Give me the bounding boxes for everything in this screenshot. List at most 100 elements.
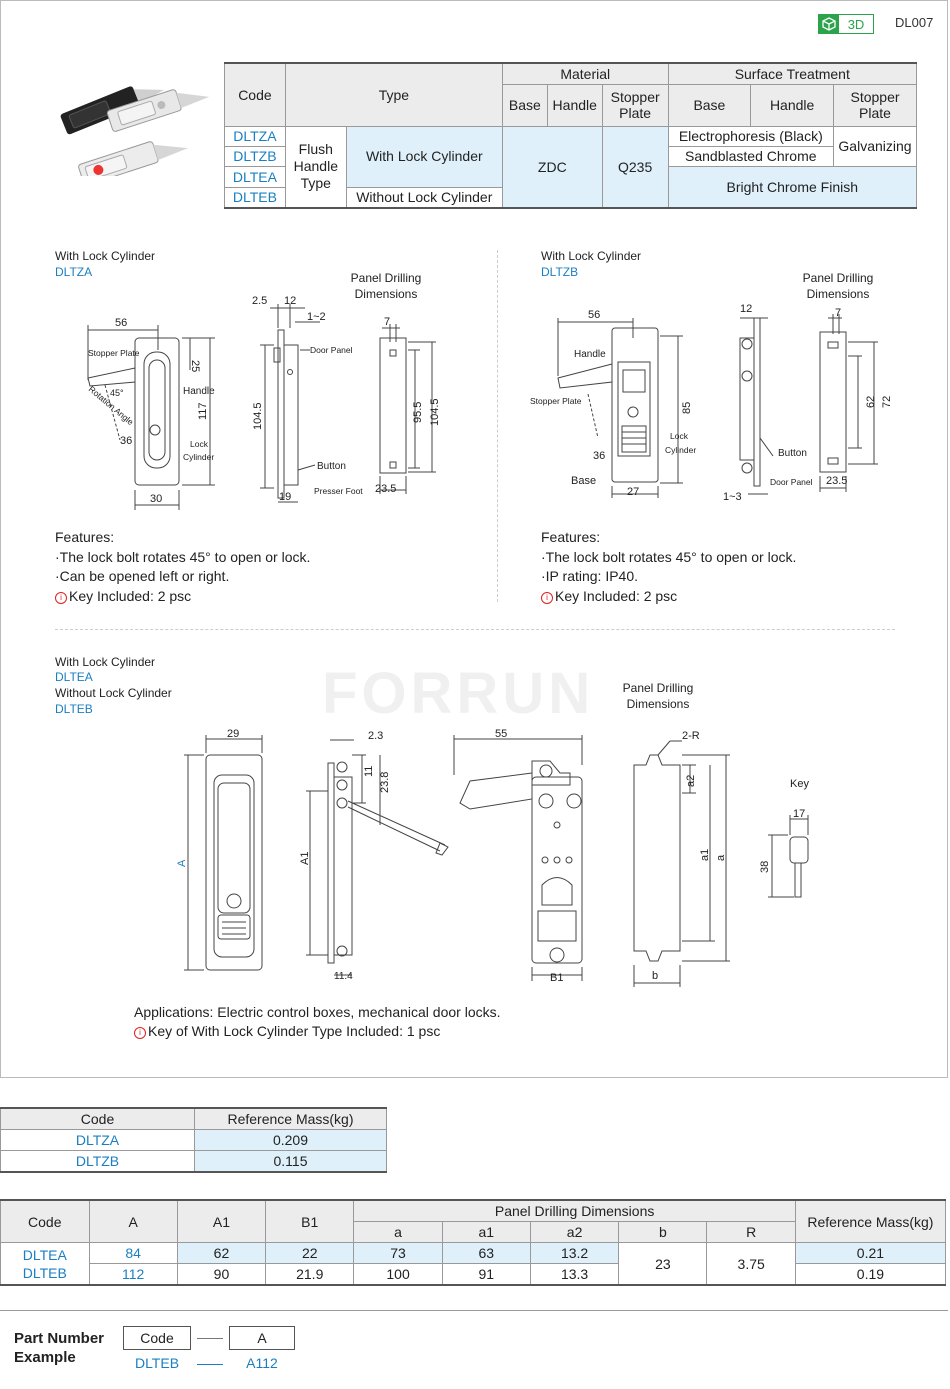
info-icon: i <box>541 591 553 604</box>
dim-29: 29 <box>227 728 239 740</box>
dim-23-5: 23.5 <box>375 483 396 495</box>
dim-17: 17 <box>793 808 805 820</box>
doc-id: DL007 <box>895 15 934 30</box>
dims-mass-1: 0.21 <box>794 1242 947 1264</box>
bottom-panel-title: Panel Drilling Dimensions <box>622 681 694 711</box>
dims-th-code: Code <box>0 1199 90 1243</box>
lbl-door-panel: Door Panel <box>310 345 353 355</box>
pn-example-dash <box>197 1364 223 1365</box>
dim-23-5-r: 23.5 <box>826 475 847 487</box>
applications: Applications: Electric control boxes, me… <box>134 1004 501 1020</box>
surface-bright: Bright Chrome Finish <box>667 165 918 209</box>
dims-th-mass: Reference Mass(kg) <box>794 1199 947 1243</box>
dim-36: 36 <box>120 435 132 447</box>
code-dlteb: DLTEB <box>224 186 286 209</box>
dims-a-1: 73 <box>353 1242 443 1264</box>
dims-th-a2: a2 <box>529 1221 620 1243</box>
th-surface: Surface Treatment <box>667 62 918 85</box>
type-without-lock: Without Lock Cylinder <box>345 186 503 209</box>
dim-a1: a1 <box>699 849 711 861</box>
pn-example-code: DLTEB <box>134 1355 180 1371</box>
dims-th-a1: a1 <box>441 1221 531 1243</box>
dim-25: 25 <box>189 360 201 372</box>
dim-19: 19 <box>279 491 291 503</box>
th-material: Material <box>501 62 669 85</box>
dims-a-2: 100 <box>353 1263 443 1286</box>
type-flush: Flush Handle Type <box>284 125 347 209</box>
dim-104-5: 104.5 <box>252 402 264 430</box>
lbl-button: Button <box>317 461 346 472</box>
dims-th-A1: A1 <box>176 1199 267 1243</box>
dims-table: Code A A1 B1 Panel Drilling Dimensions R… <box>0 1199 947 1286</box>
left-drawing: 56 25 117 36 30 45° 2.5 12 1~2 104.5 19 … <box>87 295 441 510</box>
dims-B1-2: 21.9 <box>265 1263 355 1286</box>
left-features: Features: ·The lock bolt rotates 45° to … <box>55 528 310 606</box>
th-stopper: Stopper Plate <box>601 83 669 127</box>
3d-label: 3D <box>847 16 865 32</box>
lbl-door-r: Door Panel <box>770 477 813 487</box>
code-dltza: DLTZA <box>224 125 286 147</box>
right-code: DLTZB <box>541 265 579 279</box>
product-photo <box>60 86 210 176</box>
left-features-title: Features: <box>55 529 115 545</box>
dim-12-r: 12 <box>740 303 752 315</box>
dims-a1-2: 91 <box>441 1263 531 1286</box>
th-base: Base <box>501 83 548 127</box>
lbl-lock-r: Lock <box>670 431 689 441</box>
dim-1-3: 1~3 <box>723 491 742 503</box>
dims-B1-1: 22 <box>265 1242 355 1264</box>
mass-val-1: 0.209 <box>194 1129 387 1151</box>
dim-b: b <box>652 970 658 982</box>
right-feature-1: ·The lock bolt rotates 45° to open or lo… <box>541 548 797 565</box>
dim-56: 56 <box>115 317 127 329</box>
left-feature-2: ·Can be opened left or right. <box>55 568 230 584</box>
th-code: Code <box>224 62 286 127</box>
dims-A1-1: 62 <box>176 1242 267 1264</box>
dims-b: 23 <box>618 1242 708 1286</box>
left-title: With Lock Cylinder <box>55 249 156 263</box>
surface-sandblasted: Sandblasted Chrome <box>667 145 835 167</box>
dim-72: 72 <box>881 396 893 408</box>
lbl-stopper: Stopper Plate <box>88 348 140 358</box>
dim-104-5b: 104.5 <box>429 398 441 426</box>
right-drawing: 56 85 36 27 12 1~3 7 62 72 23.5 Handle S… <box>530 303 893 503</box>
dims-R: 3.75 <box>706 1242 796 1286</box>
table-row: 112 90 21.9 100 91 13.3 0.19 <box>1 1263 947 1286</box>
bottom-key: Key of With Lock Cylinder Type Included:… <box>148 1023 441 1039</box>
main-frame <box>0 0 948 1078</box>
dims-a2-2: 13.3 <box>529 1263 620 1286</box>
right-feature-2: ·IP rating: IP40. <box>541 568 639 584</box>
lbl-handle-r: Handle <box>574 349 606 360</box>
type-with-lock: With Lock Cylinder <box>345 125 503 188</box>
bottom-title-1: With Lock Cylinder <box>55 655 156 669</box>
dims-th-b: b <box>618 1221 708 1243</box>
dims-th-a: a <box>353 1221 443 1243</box>
dim-45: 45° <box>110 388 124 398</box>
dims-code-1: DLTEA <box>22 1246 67 1263</box>
dims-mass-2: 0.19 <box>794 1263 947 1286</box>
spec-table: Code Type Material Surface Treatment Bas… <box>224 62 918 209</box>
dim-1-2: 1~2 <box>307 311 326 323</box>
3d-badge[interactable]: 3D <box>818 14 874 34</box>
th-handle: Handle <box>546 83 603 127</box>
lbl-base-r: Base <box>571 475 596 487</box>
dim-30: 30 <box>150 493 162 505</box>
code-dltzb: DLTZB <box>224 145 286 167</box>
dim-A1: A1 <box>299 852 311 865</box>
right-panel-title: Panel Drilling Dimensions <box>802 271 874 301</box>
watermark: FORRUN <box>322 661 595 726</box>
dim-95-5: 95.5 <box>412 402 424 423</box>
right-key: Key Included: 2 psc <box>555 587 678 604</box>
dims-a2-1: 13.2 <box>529 1242 620 1264</box>
material-q235: Q235 <box>601 125 669 209</box>
dim-a: a <box>715 854 727 861</box>
info-icon: i <box>134 1027 146 1039</box>
right-features-title: Features: <box>541 529 601 545</box>
cube-icon <box>819 15 839 33</box>
mass-th-code: Code <box>0 1107 195 1130</box>
lbl-stopper-r: Stopper Plate <box>530 396 582 406</box>
dim-2-5: 2.5 <box>252 295 267 307</box>
dims-th-A: A <box>88 1199 178 1243</box>
